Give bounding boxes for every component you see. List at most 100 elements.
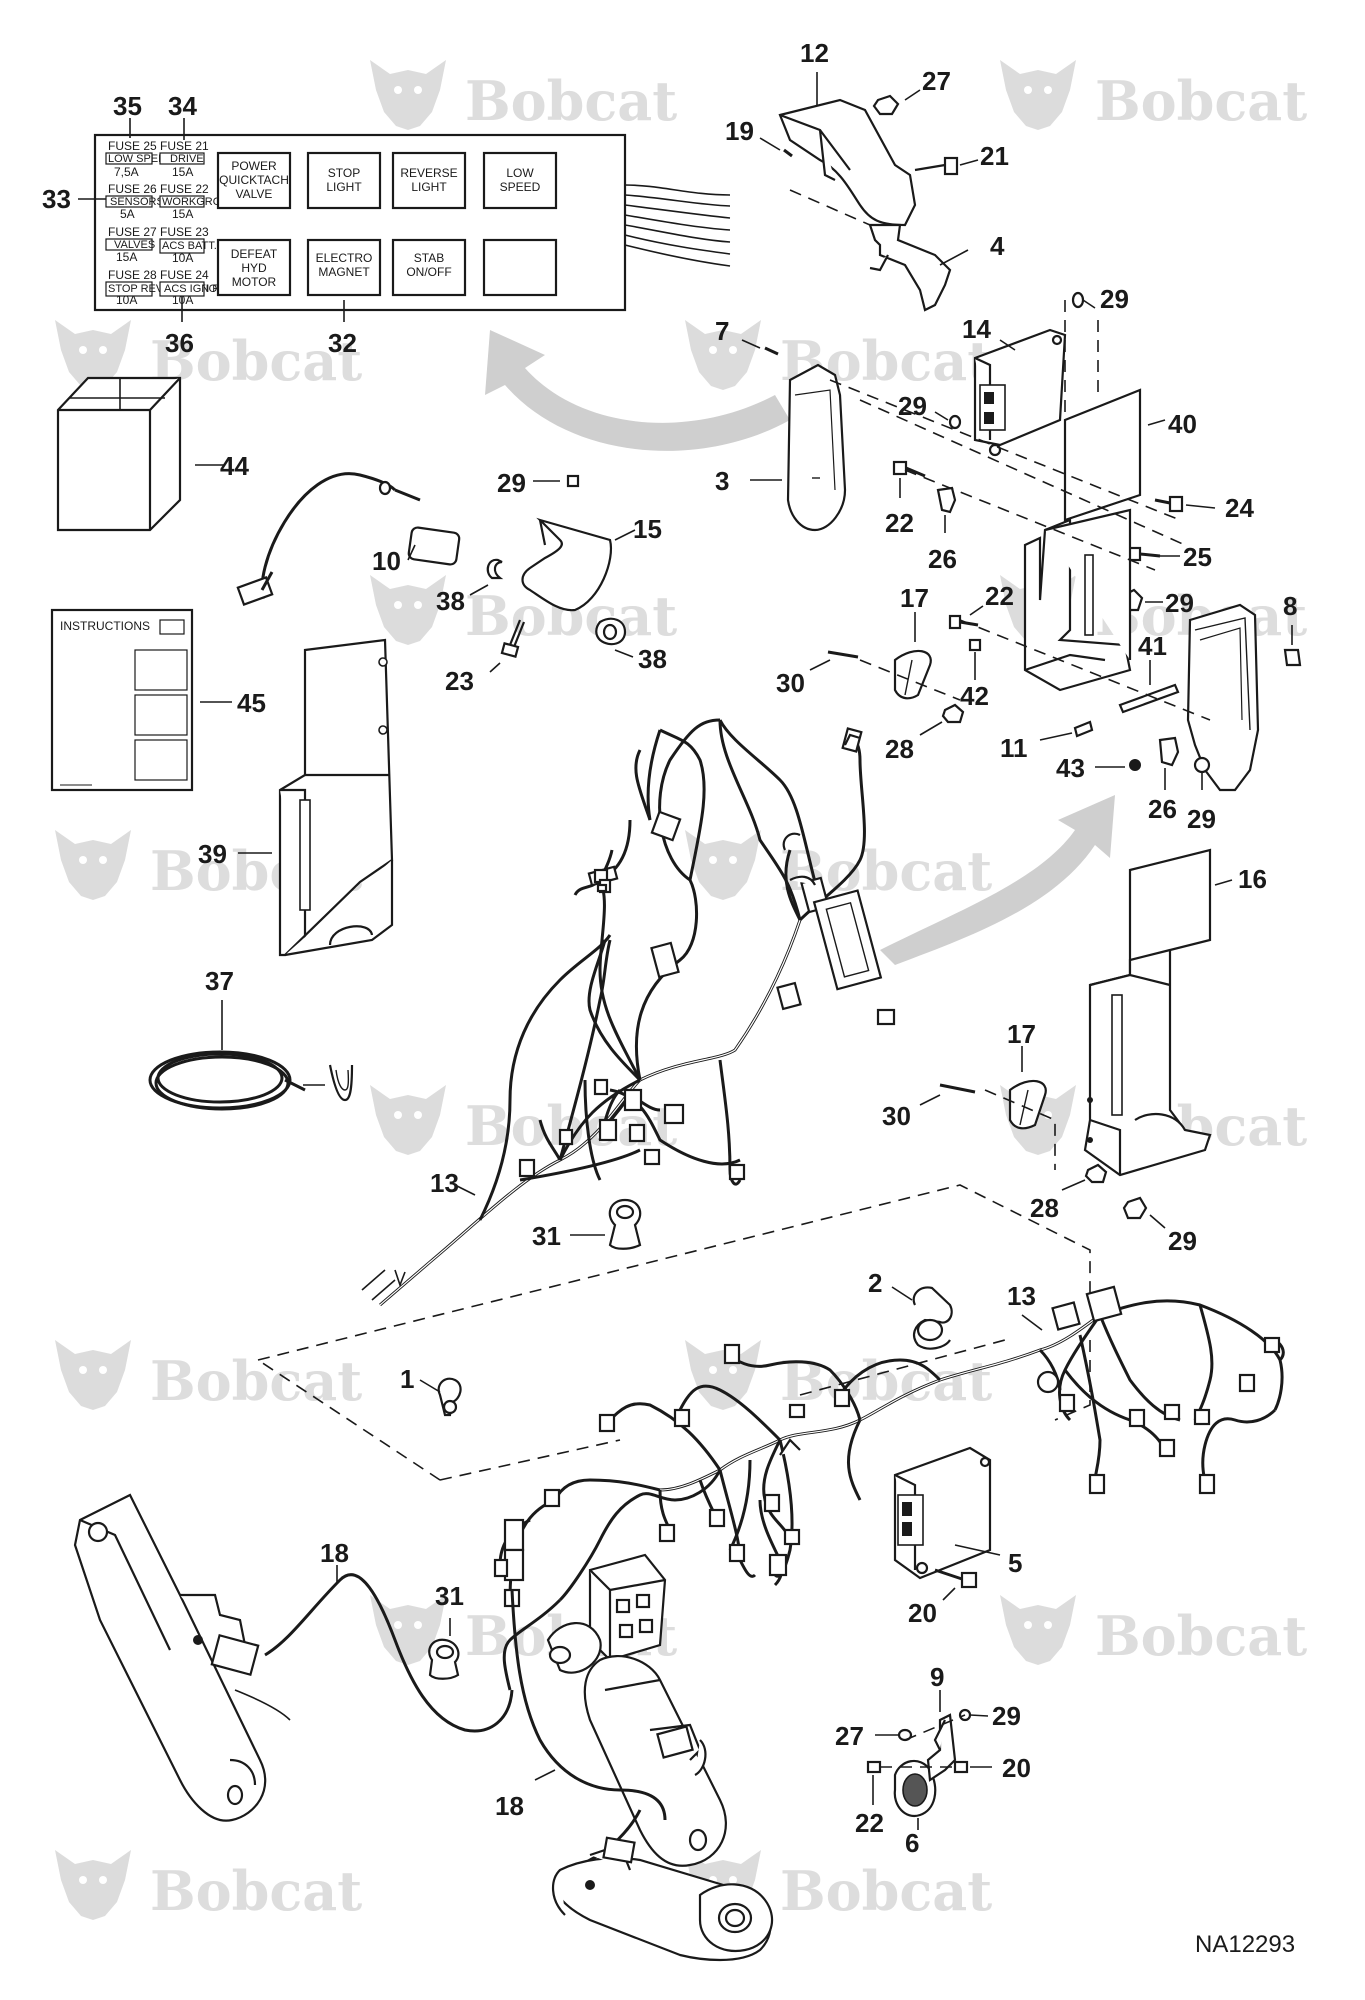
callout-labels: 35 34 33 36 32 12 27 19 21 4 29 14 7 29 … bbox=[42, 38, 1297, 1858]
callout-12: 12 bbox=[800, 38, 829, 68]
callout-2: 2 bbox=[868, 1268, 882, 1298]
part-29-nut-c bbox=[934, 411, 962, 430]
assembly-line-8 bbox=[984, 1089, 1056, 1170]
fuse-28-rating: 10A bbox=[116, 293, 137, 307]
callout-38-a: 38 bbox=[436, 586, 465, 616]
part-30-screw-a bbox=[809, 650, 859, 671]
fuse-25-box bbox=[105, 152, 153, 165]
part-26-clip-a bbox=[936, 486, 957, 533]
part-sensor-cover-right bbox=[1186, 603, 1260, 792]
callout-38-b: 38 bbox=[638, 644, 667, 674]
part-11-pin bbox=[1039, 720, 1094, 741]
part-31-clamp-upper bbox=[570, 1198, 642, 1250]
callout-9: 9 bbox=[930, 1662, 944, 1692]
part-cylinder-bottom bbox=[552, 1836, 774, 1962]
part-45-instructions-sheet: INSTRUCTIONS bbox=[50, 608, 232, 792]
fuse-26-function: SENSORS bbox=[110, 196, 164, 208]
fuse-27-function: VALVES bbox=[114, 239, 155, 251]
part-40-plate bbox=[1063, 388, 1166, 522]
fuse-relay-panel: FUSE 25 LOW SPEED 7,5A FUSE 26 SENSORS 5… bbox=[78, 118, 731, 322]
fuse-26-box bbox=[105, 195, 153, 208]
callout-42: 42 bbox=[960, 681, 989, 711]
watermark-text: Bobcat bbox=[150, 329, 362, 393]
fuse-25-name: FUSE 25 bbox=[108, 139, 157, 153]
part-22-bolt-c bbox=[866, 1760, 882, 1805]
part-8-nut bbox=[1283, 625, 1302, 667]
part-mounting-bracket-upper bbox=[1023, 508, 1132, 692]
part-9-horn-bracket bbox=[926, 1690, 957, 1782]
part-22-bolt-b bbox=[948, 605, 984, 630]
part-27-nut-a bbox=[872, 89, 921, 116]
relay-stop-light bbox=[306, 151, 382, 210]
callout-31-a: 31 bbox=[532, 1221, 561, 1251]
part-13-wire-harness-upper bbox=[361, 718, 896, 1307]
callout-24: 24 bbox=[1225, 493, 1254, 523]
fuse-21-box bbox=[159, 152, 205, 165]
relay-5-line1: DEFEAT bbox=[231, 247, 278, 261]
callout-10: 10 bbox=[372, 546, 401, 576]
callout-29-d: 29 bbox=[1165, 588, 1194, 618]
part-23-bolt bbox=[489, 619, 526, 673]
callout-40: 40 bbox=[1168, 409, 1197, 439]
fuse-22-box bbox=[159, 195, 205, 208]
callout-19: 19 bbox=[725, 116, 754, 146]
fuse-27-rating: 15A bbox=[116, 250, 137, 264]
callout-3: 3 bbox=[715, 466, 729, 496]
callout-28-a: 28 bbox=[885, 734, 914, 764]
relay-reverse-light bbox=[391, 151, 467, 210]
relay-2-line2: LIGHT bbox=[326, 180, 362, 194]
part-4-switch-arm bbox=[789, 189, 969, 312]
watermark-text: Bobcat bbox=[150, 1349, 362, 1413]
part-19-screw bbox=[759, 137, 793, 158]
part-29-nut-e bbox=[1193, 756, 1211, 790]
part-1-clip bbox=[419, 1377, 462, 1417]
callout-37: 37 bbox=[205, 966, 234, 996]
assembly-line-4 bbox=[959, 619, 1211, 721]
assembly-line-1 bbox=[829, 379, 1181, 521]
part-2-clamp bbox=[891, 1286, 953, 1350]
part-42-bolt bbox=[968, 638, 982, 680]
part-cylinder-center bbox=[583, 1655, 727, 1867]
callout-4: 4 bbox=[990, 231, 1005, 261]
part-39-mounting-bracket bbox=[238, 638, 394, 957]
relay-1-line2: QUICKTACH bbox=[219, 173, 289, 187]
assembly-line-5 bbox=[859, 659, 961, 701]
callout-18-b: 18 bbox=[495, 1791, 524, 1821]
relay-electro-magnet bbox=[306, 238, 382, 297]
part-7-screw bbox=[741, 339, 779, 356]
part-12-shield bbox=[778, 72, 917, 227]
relay-empty bbox=[482, 238, 558, 297]
callout-29-e: 29 bbox=[1187, 804, 1216, 834]
relay-6-line2: MAGNET bbox=[318, 265, 370, 279]
fuse-27-box bbox=[105, 238, 153, 251]
relay-1-line1: POWER bbox=[231, 159, 277, 173]
fuse-24-name: FUSE 24 bbox=[160, 268, 209, 282]
callout-27-b: 27 bbox=[835, 1721, 864, 1751]
fuse-26-rating: 5A bbox=[120, 207, 135, 221]
part-21-bolt bbox=[914, 156, 979, 176]
detail-arrow-bracket bbox=[880, 795, 1115, 965]
part-20-bolt-b bbox=[953, 1760, 992, 1774]
part-cylinder-left bbox=[73, 1493, 291, 1822]
callout-32: 32 bbox=[328, 328, 357, 358]
callout-45: 45 bbox=[237, 688, 266, 718]
watermark-text: Bobcat bbox=[780, 1349, 992, 1413]
callout-28-b: 28 bbox=[1030, 1193, 1059, 1223]
relay-5-line2: HYD bbox=[241, 261, 267, 275]
assembly-line-3 bbox=[904, 469, 1156, 571]
callout-22-a: 22 bbox=[885, 508, 914, 538]
callout-22-c: 22 bbox=[855, 1808, 884, 1838]
fuse-28-name: FUSE 28 bbox=[108, 268, 157, 282]
fuse-25-function: LOW SPEED bbox=[108, 153, 173, 165]
callout-8: 8 bbox=[1283, 591, 1297, 621]
relay-7-line1: STAB bbox=[414, 251, 444, 265]
part-31-clamp-lower bbox=[428, 1618, 460, 1680]
part-10-sensor-with-lead bbox=[236, 472, 461, 606]
part-43-nut bbox=[1095, 759, 1141, 771]
part-29-nut-f bbox=[1122, 1196, 1166, 1229]
part-18-wire-lead-a bbox=[264, 1565, 514, 1733]
callout-13-lower: 13 bbox=[1007, 1281, 1036, 1311]
relay-2-line1: STOP bbox=[328, 166, 360, 180]
callout-34: 34 bbox=[168, 91, 197, 121]
